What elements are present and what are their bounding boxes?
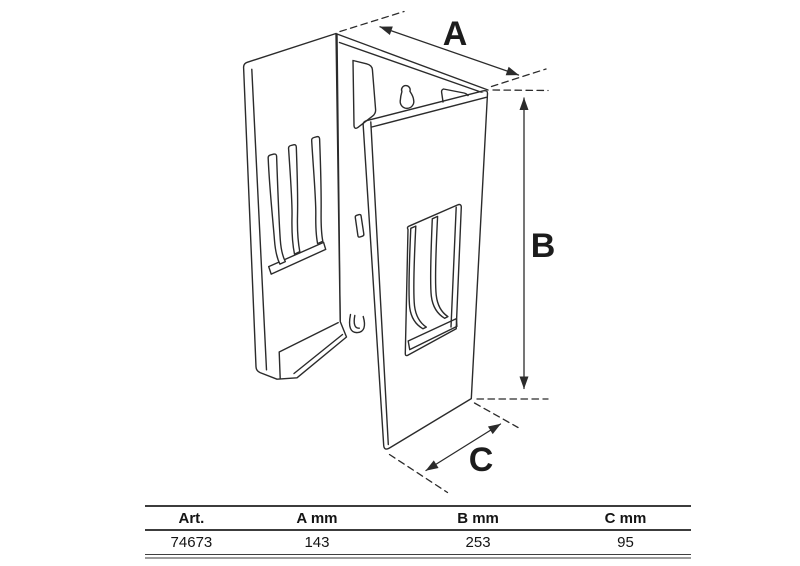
front-panel xyxy=(362,89,489,450)
dimensions-table-wrap: Art. A mm B mm C mm 74673 143 253 95 xyxy=(145,505,691,559)
back-wall-slot-left xyxy=(352,59,377,129)
value-c-mm: 95 xyxy=(617,534,634,551)
spring-finger xyxy=(408,225,427,330)
spring-finger xyxy=(287,144,301,255)
spring-clip-curve xyxy=(348,313,366,334)
col-header-c-mm: C mm xyxy=(559,506,691,531)
value-art-no: 74673 xyxy=(170,534,213,551)
ext-line-b-top xyxy=(492,89,549,92)
front-panel-face xyxy=(363,91,488,449)
table-header-row: Art. A mm B mm C mm xyxy=(145,506,691,531)
left-wing-hem-line xyxy=(251,68,268,371)
dim-line-c xyxy=(425,423,502,472)
spring-finger xyxy=(267,153,286,265)
keyhole-cutout xyxy=(399,84,415,110)
bottom-tray xyxy=(278,321,344,380)
spring-clip-inner-curve xyxy=(353,314,360,329)
value-a-mm: 143 xyxy=(304,534,330,551)
left-wing xyxy=(242,32,348,380)
wing-finger-ledge xyxy=(268,241,327,275)
front-cutout-ledge xyxy=(407,317,458,351)
extension-lines xyxy=(339,10,549,494)
ext-line-c-right xyxy=(473,402,519,429)
dim-label-c: C xyxy=(469,441,494,479)
col-header-a-mm: A mm xyxy=(237,506,397,531)
spring-finger xyxy=(429,215,449,319)
dim-line-a xyxy=(379,26,520,76)
drawing-lines: A B C xyxy=(242,10,556,494)
spring-finger xyxy=(310,135,324,245)
ext-line-a-left xyxy=(339,10,405,33)
front-cutout-outline xyxy=(404,203,462,357)
back-wall-slot-small xyxy=(354,213,365,238)
dimensions-table: Art. A mm B mm C mm 74673 143 253 95 xyxy=(145,505,691,555)
front-cutout-right-inner xyxy=(450,206,457,328)
front-panel-outline xyxy=(362,89,489,450)
dimension-annotations: A B C xyxy=(339,10,556,494)
front-panel-top-thickness xyxy=(371,96,487,128)
dim-label-b: B xyxy=(531,227,556,265)
ext-line-a-right xyxy=(490,68,547,88)
value-b-mm: 253 xyxy=(465,534,491,551)
left-wing-outline xyxy=(242,32,348,380)
ext-line-c-left xyxy=(388,453,449,494)
col-header-art: Art. xyxy=(145,506,238,531)
dim-label-a: A xyxy=(443,15,468,53)
col-header-b-mm: B mm xyxy=(396,506,560,531)
table-row: 74673 143 253 95 xyxy=(145,530,691,555)
front-panel-left-edge xyxy=(370,121,389,446)
